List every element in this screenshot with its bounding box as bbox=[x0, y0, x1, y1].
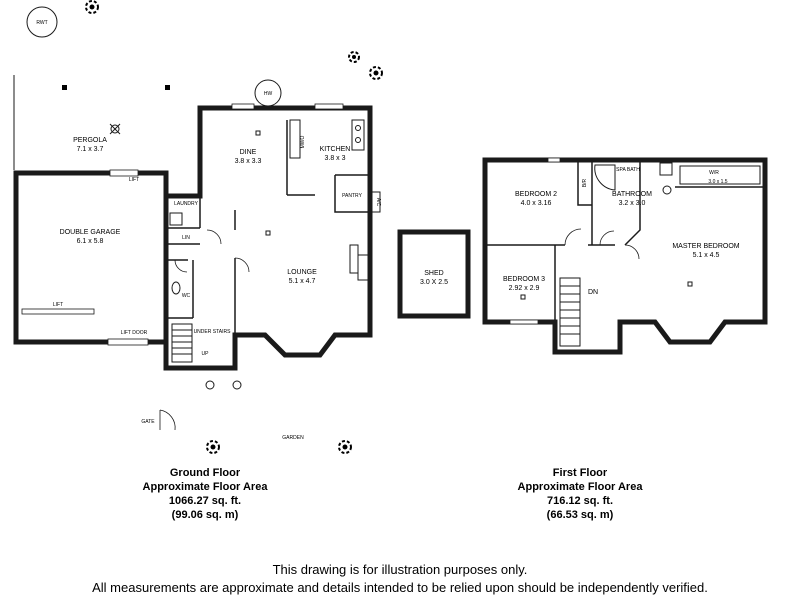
dine-label: DINE bbox=[240, 149, 257, 156]
first-floor-area-title: Approximate Floor Area bbox=[517, 481, 643, 493]
lin-label: LIN bbox=[182, 235, 190, 241]
lift-label-top: LIFT bbox=[129, 177, 139, 183]
gate-label: GATE bbox=[141, 419, 155, 425]
lounge-label: LOUNGE bbox=[287, 269, 317, 276]
dn-label: DN bbox=[588, 289, 598, 296]
hot-water-unit: HW bbox=[254, 79, 282, 107]
bedroom2-label: BEDROOM 2 bbox=[515, 191, 557, 198]
tree-icon bbox=[85, 0, 99, 14]
kitchen-label: KITCHEN bbox=[320, 146, 351, 153]
ground-floor-plan: DOUBLE GARAGE 6.1 x 5.8 LIFT LIFT LIFT D… bbox=[13, 103, 381, 390]
bedroom2-dimensions: 4.0 x 3.16 bbox=[521, 200, 552, 207]
lift-door-label: LIFT DOOR bbox=[121, 330, 148, 336]
ac-label: A/C bbox=[375, 198, 381, 207]
wr-label: W/R bbox=[709, 170, 719, 176]
double-garage-dimensions: 6.1 x 5.8 bbox=[77, 238, 104, 245]
pergola-area: PERGOLA 7.1 x 3.7 bbox=[13, 75, 170, 170]
bedroom3-dimensions: 2.92 x 2.9 bbox=[509, 285, 540, 292]
double-garage-label: DOUBLE GARAGE bbox=[60, 229, 121, 236]
toilet-icon bbox=[171, 281, 181, 295]
bedroom3-label: BEDROOM 3 bbox=[503, 276, 545, 283]
wr-dimensions: 3.0 x 1.5 bbox=[708, 179, 727, 185]
garden-gate bbox=[159, 409, 176, 431]
ground-floor-caption: Ground Floor Approximate Floor Area 1066… bbox=[110, 466, 300, 522]
house-exterior-walls bbox=[163, 105, 373, 371]
spa-bath-label: SPA BATH bbox=[616, 167, 640, 173]
ground-floor-area-sqm: (99.06 sq. m) bbox=[171, 509, 239, 521]
first-floor-name: First Floor bbox=[552, 467, 608, 479]
hw-label: HW bbox=[264, 91, 273, 97]
disclaimer-line-2: All measurements are approximate and det… bbox=[92, 580, 708, 595]
shed-label: SHED bbox=[424, 270, 443, 277]
kitchen-dimensions: 3.8 x 3 bbox=[324, 155, 345, 162]
shed: SHED 3.0 X 2.5 bbox=[397, 229, 471, 319]
bathroom-dimensions: 3.2 x 3.0 bbox=[619, 200, 646, 207]
master-bedroom-label: MASTER BEDROOM bbox=[672, 243, 739, 250]
ground-floor-name: Ground Floor bbox=[169, 467, 241, 479]
bathroom-label: BATHROOM bbox=[612, 191, 652, 198]
first-floor-stairs bbox=[559, 277, 581, 347]
mwo-label: MWO bbox=[300, 136, 306, 149]
first-floor-caption: First Floor Approximate Floor Area 716.1… bbox=[485, 466, 675, 522]
pantry-label: PANTRY bbox=[342, 193, 362, 199]
first-floor-area-sqft: 716.12 sq. ft. bbox=[546, 495, 614, 507]
lounge-dimensions: 5.1 x 4.7 bbox=[289, 278, 316, 285]
garage-lift-door bbox=[21, 308, 95, 315]
lift-door bbox=[107, 338, 149, 346]
tree-icon bbox=[338, 440, 352, 454]
first-floor-plan: BEDROOM 2 4.0 x 3.16 B/R SPA BATH BATHRO… bbox=[482, 157, 768, 355]
wc-label: WC bbox=[182, 293, 191, 299]
pergola-dimensions: 7.1 x 3.7 bbox=[77, 146, 104, 153]
ground-stairs bbox=[171, 323, 193, 363]
rainwater-tank: RWT bbox=[26, 6, 58, 38]
first-floor-area-sqm: (66.53 sq. m) bbox=[546, 509, 614, 521]
ground-floor-area-title: Approximate Floor Area bbox=[142, 481, 268, 493]
shed-dimensions: 3.0 X 2.5 bbox=[420, 279, 448, 286]
br-label: B/R bbox=[582, 178, 588, 187]
dine-dimensions: 3.8 x 3.3 bbox=[235, 158, 262, 165]
laundry-label: LAUNDRY bbox=[174, 201, 198, 207]
master-bedroom-dimensions: 5.1 x 4.5 bbox=[693, 252, 720, 259]
pergola-lift-door bbox=[109, 169, 139, 177]
disclaimer-line-1: This drawing is for illustration purpose… bbox=[272, 562, 528, 577]
ground-floor-area-sqft: 1066.27 sq. ft. bbox=[168, 495, 242, 507]
under-stairs-label: UNDER STAIRS bbox=[194, 329, 232, 335]
tree-icon bbox=[348, 51, 360, 63]
spa-bath-icon bbox=[594, 164, 616, 191]
rwt-label: RWT bbox=[36, 20, 47, 26]
tree-icon bbox=[206, 440, 220, 454]
tree-icon bbox=[369, 66, 383, 80]
pergola-label: PERGOLA bbox=[73, 137, 107, 144]
garden-label: GARDEN bbox=[282, 435, 304, 441]
up-label: UP bbox=[202, 351, 210, 357]
lift-label-left: LIFT bbox=[53, 302, 63, 308]
double-garage-walls bbox=[13, 170, 169, 345]
